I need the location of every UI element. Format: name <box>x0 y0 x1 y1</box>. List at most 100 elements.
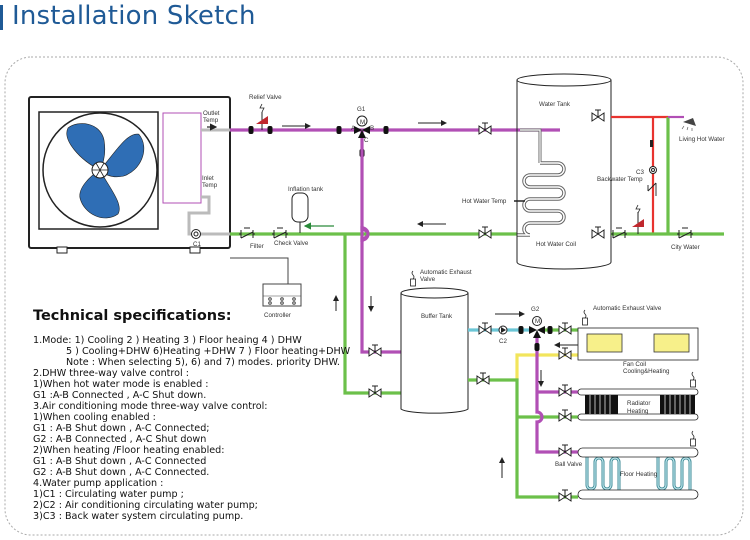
union-icon <box>267 126 273 134</box>
water-tank <box>516 73 612 270</box>
ball-valve-icon[interactable] <box>478 122 492 135</box>
automatic-exhaust-valve-icon <box>690 371 696 388</box>
auto-exhaust-label-2: Valve <box>420 276 436 283</box>
hot-water-temp-label: Hot Water Temp <box>462 198 507 205</box>
radiator-label-2: Heating <box>627 408 649 415</box>
fan-icon <box>66 123 145 219</box>
city-water-label: City Water <box>671 244 700 251</box>
relief-valve-icon <box>256 103 268 130</box>
floor-heating-label: Floor Heating <box>620 471 658 478</box>
backwater-temp-label: Backwater Temp <box>597 176 643 183</box>
spec-line: G2 : A-B Connected , A-C Shut down <box>33 434 206 445</box>
union-icon <box>336 126 342 134</box>
ball-valve-icon[interactable] <box>591 226 605 239</box>
union-icon <box>547 326 553 334</box>
outlet-temp-label: Outlet <box>203 110 220 117</box>
auto-exhaust-label: Automatic Exhaust <box>420 269 472 276</box>
water-tank-label: Water Tank <box>539 101 571 108</box>
ball-valve-icon[interactable] <box>558 384 572 397</box>
radiator <box>577 388 699 421</box>
c1-label: C1 <box>193 241 201 248</box>
c3-label: C3 <box>636 169 644 176</box>
ball-valve-icon[interactable] <box>591 109 605 122</box>
spec-line: 1)When hot water mode is enabled : <box>33 379 208 390</box>
g2-label: G2 <box>531 306 540 313</box>
filter-label: Filter <box>250 243 264 250</box>
three-way-valve-g2[interactable] <box>529 316 545 339</box>
circulating-pump-c3 <box>649 166 657 174</box>
heating-return-pipe <box>468 378 578 499</box>
spec-line: G1 : A-B Shut down , A-C Connected; <box>33 423 210 434</box>
controller-label: Controller <box>264 312 291 319</box>
heat-pump-unit <box>28 96 231 254</box>
ball-valve-icon[interactable] <box>476 372 490 385</box>
fan-coil-return-pipe <box>515 353 578 380</box>
ball-valve-icon[interactable] <box>558 444 572 457</box>
check-valve-label: Check Valve <box>274 240 309 247</box>
buffer-tank <box>400 287 469 414</box>
spec-line: G1 : A-B Shut down , A-C Connected <box>33 456 206 467</box>
circulating-pump-c2 <box>498 325 508 335</box>
shower-icon <box>681 118 696 131</box>
spec-line: G2 : A-B Shut down , A-C Connected. <box>33 467 209 478</box>
three-way-valve-g1[interactable] <box>354 115 370 138</box>
inflation-tank <box>291 192 309 233</box>
motor-label: M <box>360 119 365 126</box>
page-title: Installation Sketch <box>12 1 256 31</box>
spec-line: 1)When cooling enabled : <box>33 412 156 423</box>
port-a-label: A <box>351 125 356 132</box>
relief-valve-label: Relief Valve <box>249 94 282 101</box>
ball-valve-icon[interactable] <box>478 226 492 239</box>
controller[interactable] <box>262 283 302 307</box>
union-icon <box>383 126 389 134</box>
circulating-pump-c1 <box>191 229 201 239</box>
automatic-exhaust-valve-icon <box>690 430 696 447</box>
buffer-return-pipe <box>343 234 401 395</box>
floor-heating <box>577 447 699 500</box>
spec-line: Note : When selecting 5), 6) and 7) mode… <box>66 357 340 368</box>
outlet-temp-label-2: Temp <box>203 117 219 124</box>
specs-heading: Technical specifications: <box>33 308 232 324</box>
hot-water-coil-label: Hot Water Coil <box>536 241 576 248</box>
g1-label: G1 <box>357 106 366 113</box>
relief-valve-icon <box>632 204 644 234</box>
living-hot-water-label: Living Hot Water <box>679 136 725 143</box>
ball-valve-icon[interactable] <box>368 344 382 357</box>
union-icon <box>248 126 254 134</box>
diagram-frame <box>4 56 744 536</box>
buffer-tank-label: Buffer Tank <box>421 313 453 320</box>
port-b-label: B <box>370 125 374 132</box>
ball-valve-icon[interactable] <box>558 409 572 422</box>
union-icon <box>518 326 524 334</box>
spec-line: 1.Mode: 1) Cooling 2 ) Heating 3 ) Floor… <box>33 335 302 346</box>
inlet-temp-label-2: Temp <box>202 182 218 189</box>
port-c-label: C <box>364 137 369 144</box>
heating-branch-pipe <box>360 130 401 354</box>
inlet-temp-label: Inlet <box>202 175 214 182</box>
specs-list: 1.Mode: 1) Cooling 2 ) Heating 3 ) Floor… <box>33 335 351 522</box>
check-valve-icon <box>647 182 657 196</box>
spec-line: 5 ) Cooling+DHW 6)Heating +DHW 7 ) Floor… <box>66 346 351 357</box>
title-accent-bar <box>0 5 3 30</box>
auto-exhaust-valve-label: Automatic Exhaust Valve <box>593 305 662 312</box>
ball-valve-icon[interactable] <box>368 385 382 398</box>
spec-line: 2)When heating /Floor heating enabled: <box>33 445 224 456</box>
union-icon <box>534 343 540 351</box>
ball-valve-icon[interactable] <box>478 322 492 335</box>
controller-cable <box>230 257 289 284</box>
ball-valve-icon[interactable] <box>558 489 572 502</box>
fan-coil-label-2: Cooling&Heating <box>623 368 670 375</box>
c2-label: C2 <box>499 338 507 345</box>
spec-line: 4.Water pump application : <box>33 478 163 489</box>
spec-line: 2)C2 : Air conditioning circulating wate… <box>33 500 258 511</box>
temp-sensor-icon <box>650 140 653 147</box>
motor-label: M <box>535 318 540 325</box>
automatic-exhaust-valve-icon <box>582 309 588 326</box>
radiator-label: Radiator <box>627 400 650 407</box>
spec-line: 3.Air conditioning mode three-way valve … <box>33 401 268 412</box>
ball-valve-icon[interactable] <box>558 322 572 335</box>
ball-valve-icon[interactable] <box>558 347 572 360</box>
spec-line: G1 :A-B Connected , A-C Shut down. <box>33 390 206 401</box>
inflation-tank-label: Inflation tank <box>288 186 324 193</box>
